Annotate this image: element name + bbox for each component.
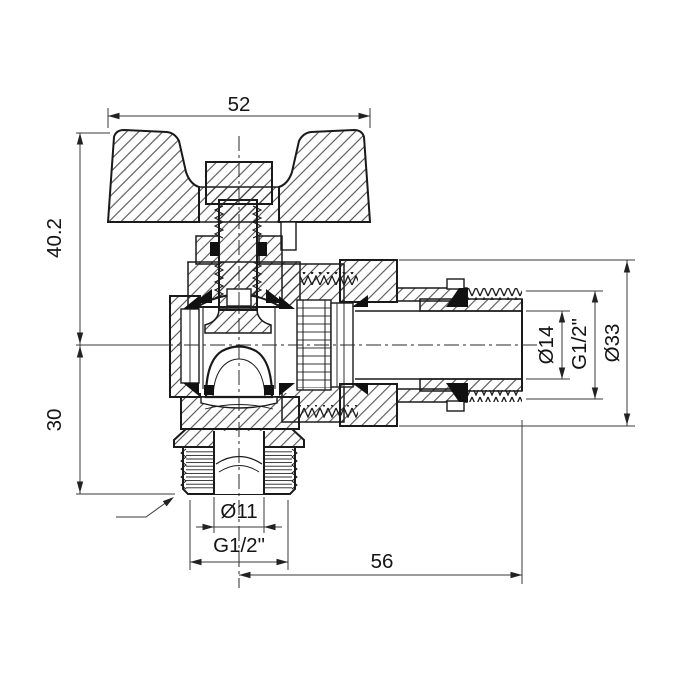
seat-seal-bottom-right [279, 383, 295, 396]
ferrule-bottom [446, 383, 468, 402]
dim-label-o11: Ø11 [220, 500, 257, 523]
handle-and-stem [106, 128, 372, 334]
dim-right-bore: Ø14 [526, 310, 570, 380]
dim-handle-width: 52 [107, 93, 371, 128]
dim-union-nut-od: Ø33 [399, 259, 635, 427]
stem-thread-left-lower [213, 261, 225, 299]
dimensions: 52 40.2 30 Ø14 G1/2" [43, 93, 635, 584]
stem-thread-left-upper [213, 205, 225, 239]
right-connection [296, 259, 523, 427]
dim-label-40-2: 40.2 [43, 218, 66, 258]
dim-label-56: 56 [371, 550, 394, 573]
seat-seal-top-right [279, 296, 295, 309]
handle-stop-tab [280, 221, 297, 251]
outlet-thread-left-edge [180, 448, 187, 490]
stem-oring-right [258, 242, 267, 256]
handle-left-wing [106, 128, 200, 223]
dome-seal-left [204, 385, 214, 395]
holder-seal-top [352, 295, 368, 307]
leader-outlet-thread [116, 494, 176, 518]
ball-side-lines [202, 307, 276, 389]
handle-right-wing [278, 128, 372, 223]
dim-lower-height: 30 [43, 345, 175, 495]
dome-seal-right [264, 385, 274, 395]
holder-seal-bottom [352, 383, 368, 395]
pipe-thread-bottom [466, 390, 522, 402]
union-nut-bottom [339, 383, 398, 427]
dim-label-g12-right: G1/2" [568, 318, 591, 370]
dim-label-52: 52 [228, 93, 251, 116]
dim-label-o14: Ø14 [535, 326, 558, 365]
outlet-bore-walls [213, 431, 265, 494]
outlet-bore-arc2 [218, 465, 260, 473]
dim-bottom-bore: Ø11 [196, 497, 282, 533]
pipe-thread-top [466, 288, 522, 300]
dim-right-thread: G1/2" [526, 290, 603, 400]
seat-seal-top-left [183, 296, 199, 309]
seals [183, 242, 468, 402]
center-lines [158, 136, 540, 588]
split-ring-top [446, 278, 465, 290]
neck-thread-top [300, 272, 358, 285]
dim-label-30: 30 [43, 409, 66, 432]
ferrule-top [446, 288, 468, 307]
dim-center-to-end: 56 [239, 420, 523, 584]
dim-label-o33: Ø33 [601, 324, 624, 363]
stem-oring-left [210, 242, 219, 256]
stem-foot [204, 308, 272, 334]
dim-upper-height: 40.2 [43, 132, 170, 346]
stem-thread-right-upper [251, 205, 263, 239]
seat-seal-bottom-left [183, 383, 199, 396]
dim-bottom-thread: G1/2" [189, 500, 289, 570]
split-ring-bottom [446, 400, 465, 412]
outlet-thread-right-edge [291, 448, 298, 490]
neck-thread-bottom [300, 405, 358, 418]
stem-thread-right-lower [251, 261, 263, 299]
dim-label-g12-bottom: G1/2" [213, 534, 265, 557]
